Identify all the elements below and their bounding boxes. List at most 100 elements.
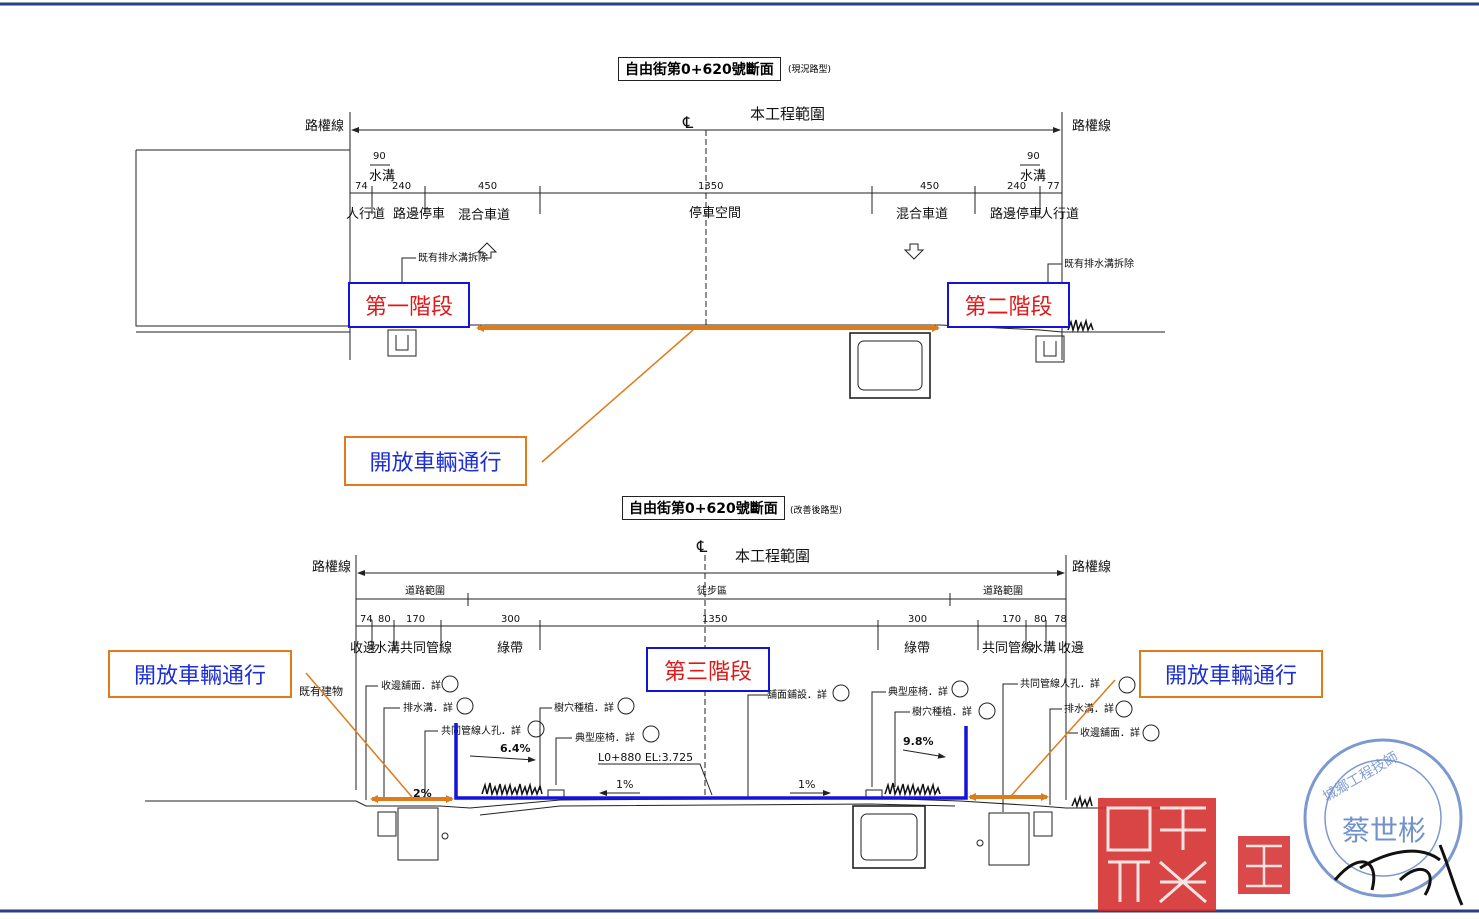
slope-mid-a: 1% bbox=[616, 778, 633, 791]
top-dim-240-left: 240 bbox=[392, 181, 411, 192]
planter-left-icon bbox=[481, 782, 543, 797]
top-section-title: 自由街第0+620號斷面 bbox=[618, 57, 781, 81]
note-mid-bench: 典型座椅．詳 bbox=[575, 731, 635, 744]
bottom-lane-ditch-right: 水溝 bbox=[1030, 641, 1056, 656]
top-lane-parking-space: 停車空間 bbox=[689, 205, 741, 221]
bottom-dim-1350: 1350 bbox=[702, 614, 727, 625]
top-dim-90-left: 90 bbox=[373, 151, 386, 162]
bottom-culvert bbox=[852, 805, 926, 869]
red-seal-large bbox=[1098, 798, 1216, 911]
detail-ref-icon bbox=[978, 702, 996, 720]
bottom-scope-label: 本工程範圍 bbox=[735, 547, 810, 565]
note-left-manhole: 共同管線人孔．詳 bbox=[441, 724, 521, 737]
detail-ref-icon bbox=[441, 675, 459, 693]
top-drain-right bbox=[1035, 335, 1065, 363]
detail-ref-icon bbox=[1142, 724, 1160, 742]
detail-ref-icon bbox=[527, 720, 545, 738]
seal-name: 蔡世彬 bbox=[1342, 814, 1426, 847]
slope-mid-b: 1% bbox=[798, 778, 815, 791]
bottom-range-center: 徒步區 bbox=[697, 584, 727, 597]
top-drain-left bbox=[387, 329, 417, 357]
note-mid-paving: 舖面鋪設．詳 bbox=[767, 688, 827, 701]
detail-ref-icon bbox=[1115, 700, 1133, 718]
top-lane-sidewalk-right: 人行道 bbox=[1040, 207, 1079, 222]
utility-vault-left bbox=[397, 807, 439, 861]
bottom-cross-section: 路權線 路權線 ℄ 本工程範圍 道路範圍 徒步區 道路範圍 74 80 170 … bbox=[145, 537, 1160, 869]
bottom-dim-170-left: 170 bbox=[406, 614, 425, 625]
note-left-drain: 排水溝．詳 bbox=[403, 701, 453, 714]
stage2-label: 第二階段 bbox=[947, 282, 1070, 328]
bottom-section-subtitle: (改善後路型) bbox=[790, 506, 843, 516]
top-center-symbol: ℄ bbox=[682, 113, 694, 132]
detail-ref-icon bbox=[642, 725, 660, 743]
bottom-lane-utility-right: 共同管線 bbox=[982, 640, 1034, 656]
drain-right bbox=[1033, 811, 1053, 837]
top-dim-240-right: 240 bbox=[1007, 181, 1026, 192]
bottom-section-title: 自由街第0+620號斷面 bbox=[622, 496, 785, 520]
stage1-label: 第一階段 bbox=[348, 282, 470, 328]
elevation-label: L0+880 EL:3.725 bbox=[598, 751, 693, 764]
handwritten-signature bbox=[1333, 844, 1464, 906]
bottom-row-label-left: 路權線 bbox=[312, 559, 351, 575]
bottom-dim-300-right: 300 bbox=[908, 614, 927, 625]
open-traffic-callout-right: 開放車輛通行 bbox=[1139, 650, 1323, 698]
bottom-right-callout-leader bbox=[1009, 679, 1116, 798]
bottom-dim-78: 78 bbox=[1054, 614, 1067, 625]
slope-right: 9.8% bbox=[903, 735, 934, 748]
bottom-dim-170-right: 170 bbox=[1002, 614, 1021, 625]
top-lane-mixed-right: 混合車道 bbox=[896, 207, 948, 222]
bottom-lane-edge-right: 收邊 bbox=[1058, 641, 1084, 656]
drain-left bbox=[377, 811, 397, 837]
top-dim-74: 74 bbox=[355, 181, 368, 192]
detail-ref-icon bbox=[832, 684, 850, 702]
open-traffic-callout-center: 開放車輛通行 bbox=[344, 436, 527, 486]
open-traffic-callout-left: 開放車輛通行 bbox=[108, 650, 292, 698]
note-right-manhole: 共同管線人孔．詳 bbox=[1020, 677, 1100, 690]
detail-ref-icon bbox=[617, 697, 635, 715]
top-culvert bbox=[849, 332, 931, 399]
top-cross-section: 路權線 路權線 ℄ 本工程範圍 90 74 240 450 1350 450 2… bbox=[135, 105, 1165, 399]
bottom-greenbelt-left: 綠帶 bbox=[497, 641, 523, 656]
detail-ref-icon bbox=[951, 680, 969, 698]
bottom-dim-80-right: 80 bbox=[1034, 614, 1047, 625]
bottom-greenbelt-right: 綠帶 bbox=[904, 641, 930, 656]
note-left-edge-paving: 收邊舖面．詳 bbox=[381, 679, 441, 692]
bottom-lane-ditch-left: 水溝 bbox=[374, 641, 400, 656]
note-mid-tree: 樹穴種植．詳 bbox=[554, 701, 614, 714]
note-right-bench: 典型座椅．詳 bbox=[888, 685, 948, 698]
bottom-grass-icon bbox=[1071, 794, 1093, 809]
top-dim-1350: 1350 bbox=[698, 181, 723, 192]
stage3-label: 第三階段 bbox=[646, 647, 770, 692]
bottom-dim-300-left: 300 bbox=[501, 614, 520, 625]
top-row-label-left: 路權線 bbox=[305, 118, 344, 134]
bottom-row-label-right: 路權線 bbox=[1072, 559, 1111, 575]
note-right-tree: 樹穴種植．詳 bbox=[912, 705, 972, 718]
bottom-left-callout-leader bbox=[305, 672, 413, 798]
direction-arrow-up-icon bbox=[476, 242, 498, 259]
detail-ref-icon bbox=[456, 697, 474, 715]
engineer-seal: 蔡世彬 城鄉工程技師 bbox=[1303, 738, 1463, 898]
top-lane-sidewalk-left: 人行道 bbox=[346, 207, 385, 222]
bottom-range-left: 道路範圍 bbox=[405, 584, 445, 597]
bottom-center-symbol: ℄ bbox=[696, 537, 708, 556]
note-right-edge-paving: 收邊舖面．詳 bbox=[1080, 726, 1140, 739]
detail-ref-icon bbox=[1118, 676, 1136, 694]
top-dim-450-right: 450 bbox=[920, 181, 939, 192]
top-note-left: 既有排水溝拆除 bbox=[418, 251, 488, 264]
stage3-extent-bracket bbox=[454, 723, 968, 800]
top-dim-90-right: 90 bbox=[1027, 151, 1040, 162]
direction-arrow-down-icon bbox=[903, 243, 925, 260]
top-section-subtitle: (現況路型) bbox=[788, 65, 832, 75]
top-scope-label: 本工程範圍 bbox=[750, 105, 825, 123]
top-ditch-left: 水溝 bbox=[369, 169, 395, 184]
bottom-lane-utility-left: 共同管線 bbox=[400, 640, 452, 656]
top-note-right: 既有排水溝拆除 bbox=[1064, 257, 1134, 270]
red-seal-small bbox=[1238, 836, 1290, 894]
top-grass-icon bbox=[1067, 318, 1094, 333]
top-existing-building bbox=[135, 149, 350, 327]
top-callout-leader bbox=[541, 329, 694, 463]
bottom-dim-74: 74 bbox=[360, 614, 373, 625]
bottom-lane-edge-left: 收邊 bbox=[350, 641, 376, 656]
